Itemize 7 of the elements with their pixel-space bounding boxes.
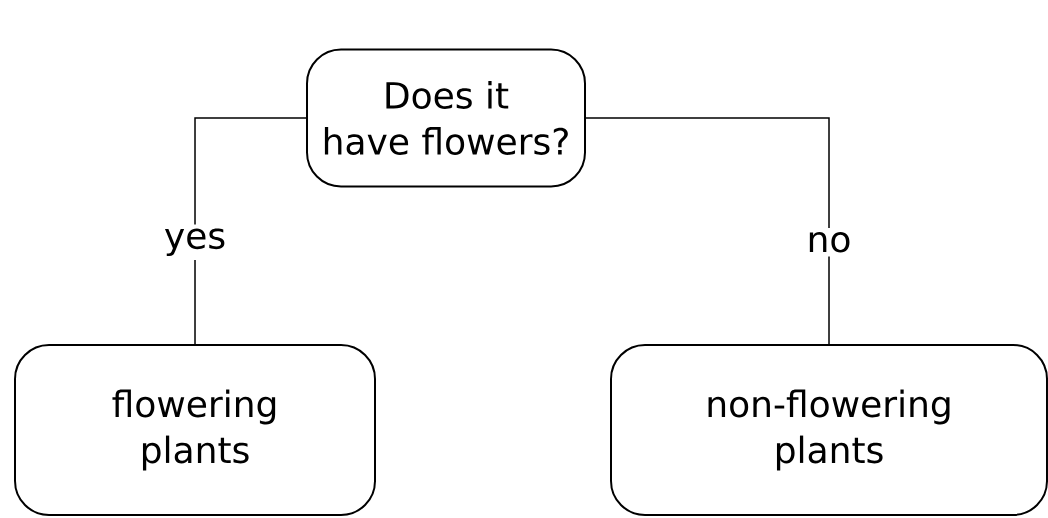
edge-label: no [802,227,856,257]
connector-line [194,117,307,345]
edge-label: yes [159,224,231,261]
question-box: Does it have flowers? [306,48,586,188]
answer-box: non-flowering plants [610,344,1048,516]
answer-box: flowering plants [14,344,376,516]
connector-line [585,117,830,345]
